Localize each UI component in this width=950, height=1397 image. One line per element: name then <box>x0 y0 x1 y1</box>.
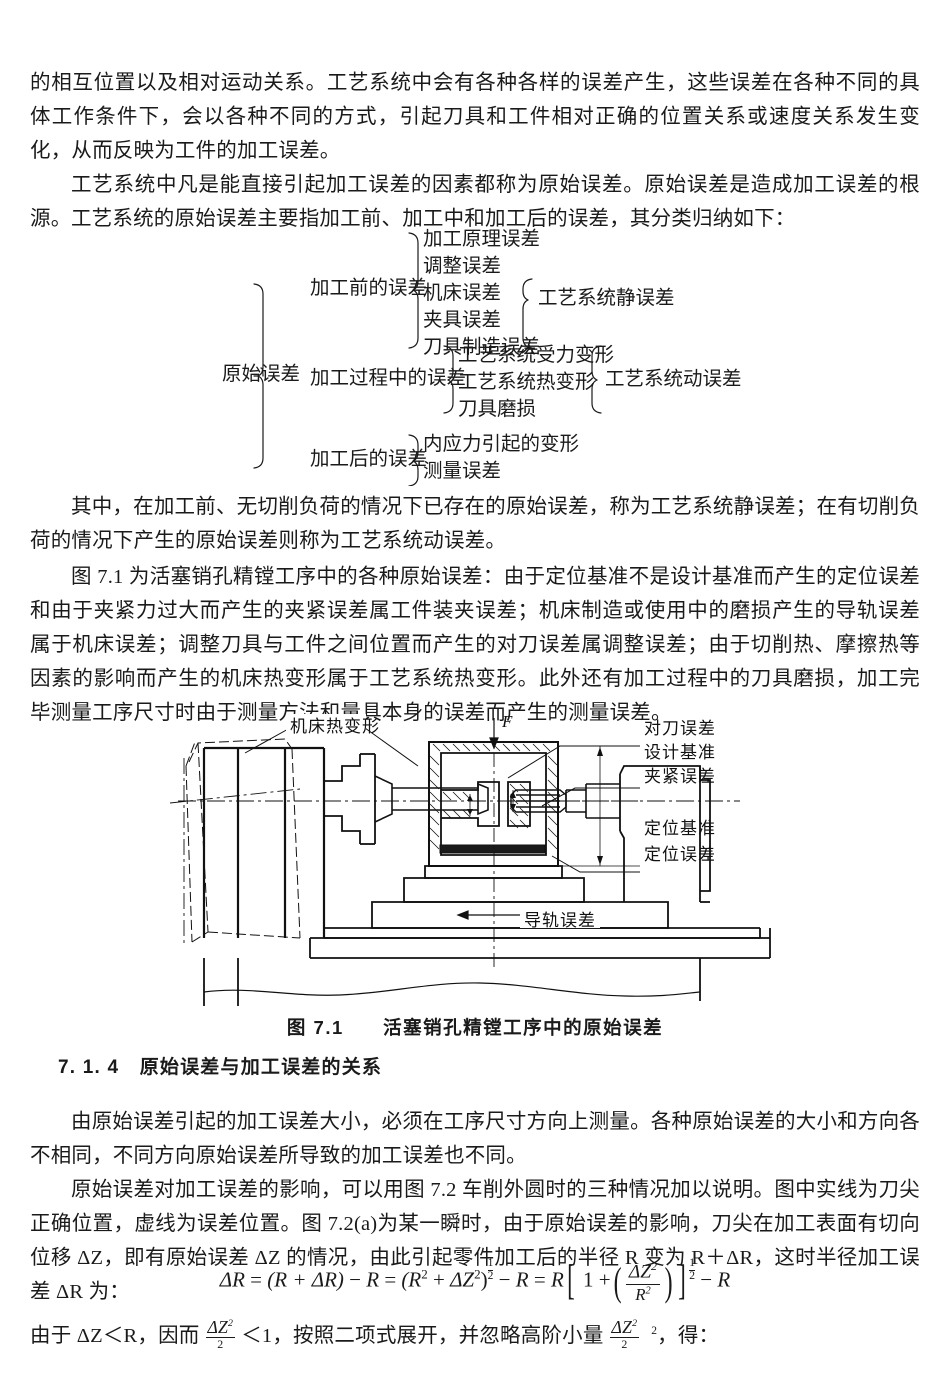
brace-group-0-item-4: 刀具制造误差 <box>423 337 541 358</box>
figure-label-force-F: F <box>502 712 513 731</box>
formula-R-4: R <box>717 1267 731 1292</box>
formula-term2-sup: 2 <box>421 1266 428 1282</box>
boring-machine-figure: 机床热变形 F 对刀误差 设计基准 夹紧误差 定位基准 定位误差 导轨误差 <box>0 706 950 1006</box>
bracket-open-icon: [ <box>566 1257 575 1304</box>
formula-term2-close: ) <box>480 1267 488 1292</box>
formula-R-2: R <box>515 1267 529 1292</box>
brace-group-2-label: 加工后的误差 <box>310 449 428 470</box>
paragraph-static-dynamic-error: 其中，在加工前、无切削负荷的情况下已存在的原始误差，称为工艺系统静误差；在有切削… <box>30 496 920 552</box>
brace-group-0-item-1: 调整误差 <box>423 256 502 277</box>
paragraph-intro: 的相互位置以及相对运动关系。工艺系统中会有各种各样的误差产生，这些误差在各种不同… <box>30 72 920 162</box>
closing-text-c: ，得： <box>657 1324 720 1347</box>
brace-group-0-item-0: 加工原理误差 <box>423 229 541 250</box>
formula-minus-3: − <box>700 1267 713 1292</box>
brace-group-0-label: 加工前的误差 <box>310 278 428 299</box>
formula-term2-dz-sup: 2 <box>474 1266 481 1282</box>
brace-group-1-item-0: 工艺系统受力变形 <box>458 345 615 366</box>
formula-one: 1 <box>583 1267 594 1292</box>
brace-group-0-summary: 工艺系统静误差 <box>538 288 675 309</box>
formula-minus-1: − <box>349 1267 361 1292</box>
formula-eq-2: = <box>384 1267 397 1292</box>
figure-label-locating-error: 定位误差 <box>644 845 716 864</box>
section-title: 原始误差与加工误差的关系 <box>139 1057 383 1078</box>
formula-term2-plus: + <box>433 1267 445 1292</box>
error-classification-brace-diagram: 原始误差 加工前的误差 加工原理误差 调整误差 机床误差 夹具误差 刀具制造误差… <box>0 228 950 486</box>
formula-lhs: ΔR <box>219 1267 245 1292</box>
bracket-close-icon: ] <box>678 1257 687 1304</box>
brace-group-1-item-2: 刀具磨损 <box>458 399 537 420</box>
brace-group-1-item-1: 工艺系统热变形 <box>458 372 595 393</box>
brace-group-2-item-1: 测量误差 <box>423 461 502 482</box>
section-number: 7. 1. 4 <box>58 1057 120 1078</box>
boring-machine-svg <box>169 714 771 1006</box>
brace-group-2-item-0: 内应力引起的变形 <box>423 434 580 455</box>
paragraph-error-influence: 原始误差对加工误差的影响，可以用图 7.2 车削外圆时的三种情况加以说明。图中实… <box>30 1179 920 1303</box>
figure-caption-text: 活塞销孔精镗工序中的原始误差 <box>383 1017 664 1038</box>
figure-label-tool-setting-error: 对刀误差 <box>644 719 716 738</box>
formula-minus-2: − <box>498 1267 511 1292</box>
brace-group-0-item-3: 夹具误差 <box>423 310 502 331</box>
formula-R-3: R <box>550 1267 564 1292</box>
paragraph-classification-lead: 工艺系统的原始误差主要指加工前、加工中和加工后的误差，其分类归纳如下： <box>71 208 796 230</box>
figure-caption-number: 图 7.1 <box>286 1017 344 1038</box>
formula-term-1: (R + ΔR) <box>267 1267 344 1292</box>
brace-root-label: 原始误差 <box>222 364 301 385</box>
paragraph-original-error-def: 工艺系统中凡是能直接引起加工误差的因素都称为原始误差。原始误差是造成加工误差的根… <box>30 174 920 230</box>
section-heading: 7. 1. 4 原始误差与加工误差的关系 <box>58 1052 382 1079</box>
figure-label-guideway-error: 导轨误差 <box>524 911 596 930</box>
formula-plus: + <box>598 1267 611 1292</box>
formula-term2-open: (R <box>401 1267 422 1292</box>
formula-R-1: R <box>366 1267 380 1292</box>
brace-group-1-summary: 工艺系统动误差 <box>605 369 742 390</box>
inline-fraction-2-exponent: 2 <box>651 1325 658 1337</box>
brace-group-0-item-2: 机床误差 <box>423 283 502 304</box>
paren-close-icon: ) <box>664 1258 673 1304</box>
closing-text-b: ＜1，按照二项式展开，并忽略高阶小量 <box>241 1324 604 1347</box>
formula-term2-dz: ΔZ <box>450 1267 475 1292</box>
figure-label-thermal-deformation: 机床热变形 <box>290 717 380 736</box>
figure-label-design-datum: 设计基准 <box>644 743 716 762</box>
paragraph-error-measurement: 由原始误差引起的加工误差大小，必须在工序尺寸方向上测量。各种原始误差的大小和方向… <box>30 1111 920 1167</box>
paragraph-figure-explanation: 图 7.1 为活塞销孔精镗工序中的各种原始误差：由于定位基准不是设计基准而产生的… <box>30 566 920 724</box>
formula-eq-1: = <box>250 1267 263 1292</box>
paren-open-icon: ( <box>613 1258 622 1304</box>
brace-group-1-label: 加工过程中的误差 <box>310 368 467 389</box>
figure-caption: 图 7.1 活塞销孔精镗工序中的原始误差 <box>0 1014 950 1040</box>
figure-label-locating-datum: 定位基准 <box>644 819 716 838</box>
closing-text-a: 由于 ΔZ＜R，因而 <box>30 1324 200 1347</box>
formula-eq-3: = <box>533 1267 546 1292</box>
figure-label-clamping-error: 夹紧误差 <box>644 767 716 786</box>
